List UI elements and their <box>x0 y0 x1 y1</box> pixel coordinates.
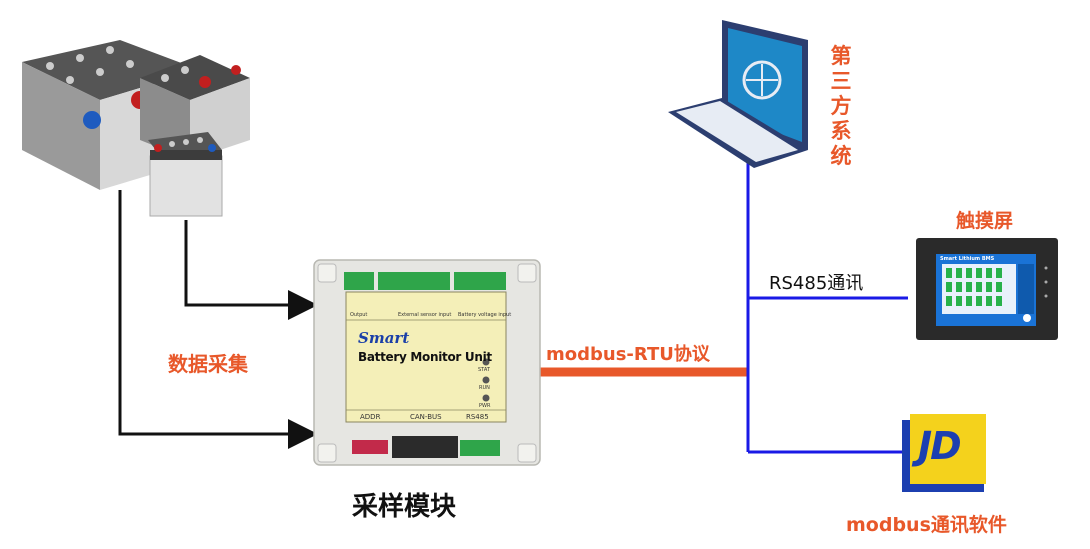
module-bottom-label-rs485: RS485 <box>466 413 489 421</box>
modbus-software-label: modbus通讯软件 <box>846 514 1007 536</box>
module-top-label-output: Output <box>350 312 368 318</box>
battery-monitor-module <box>313 259 541 466</box>
module-top-label-sensor: External sensor input <box>398 312 452 318</box>
module-bottom-label-canbus: CAN-BUS <box>410 413 442 421</box>
third-party-char: 统 <box>830 144 852 168</box>
hmi-touchscreen-image <box>916 238 1058 340</box>
third-party-char: 第 <box>830 44 852 68</box>
laptop-image <box>668 20 808 168</box>
third-party-char: 系 <box>830 119 852 143</box>
third-party-char: 三 <box>830 69 852 93</box>
rs485-label: RS485通讯 <box>769 273 864 294</box>
wire-battery-to-module-top <box>184 220 318 320</box>
module-led-run-label: RUN <box>479 385 490 391</box>
hmi-screen-title: Smart Lithium BMS <box>940 256 995 262</box>
module-top-label-battery: Battery voltage input <box>458 312 512 318</box>
batteries-image <box>22 40 250 217</box>
sampling-module-label: 采样模块 <box>352 492 457 522</box>
third-party-system-label: 第 三 方 系 统 <box>828 44 854 169</box>
touchscreen-label: 触摸屏 <box>956 210 1014 232</box>
third-party-char: 方 <box>830 94 852 118</box>
data-collection-label: 数据采集 <box>168 352 248 376</box>
modbus-rtu-label: modbus-RTU协议 <box>546 344 710 365</box>
wire-battery-to-module-bottom <box>118 190 318 449</box>
module-brand: Smart <box>358 329 410 347</box>
battery-small <box>148 132 223 217</box>
module-led-stat-label: STAT <box>478 367 490 373</box>
module-name: Battery Monitor Unit <box>358 350 492 364</box>
jd-logo-text: JD <box>918 424 962 468</box>
jd-software-logo <box>902 414 986 492</box>
module-led-pwr-label: PWR <box>479 403 491 409</box>
module-bottom-label-addr: ADDR <box>360 413 381 421</box>
